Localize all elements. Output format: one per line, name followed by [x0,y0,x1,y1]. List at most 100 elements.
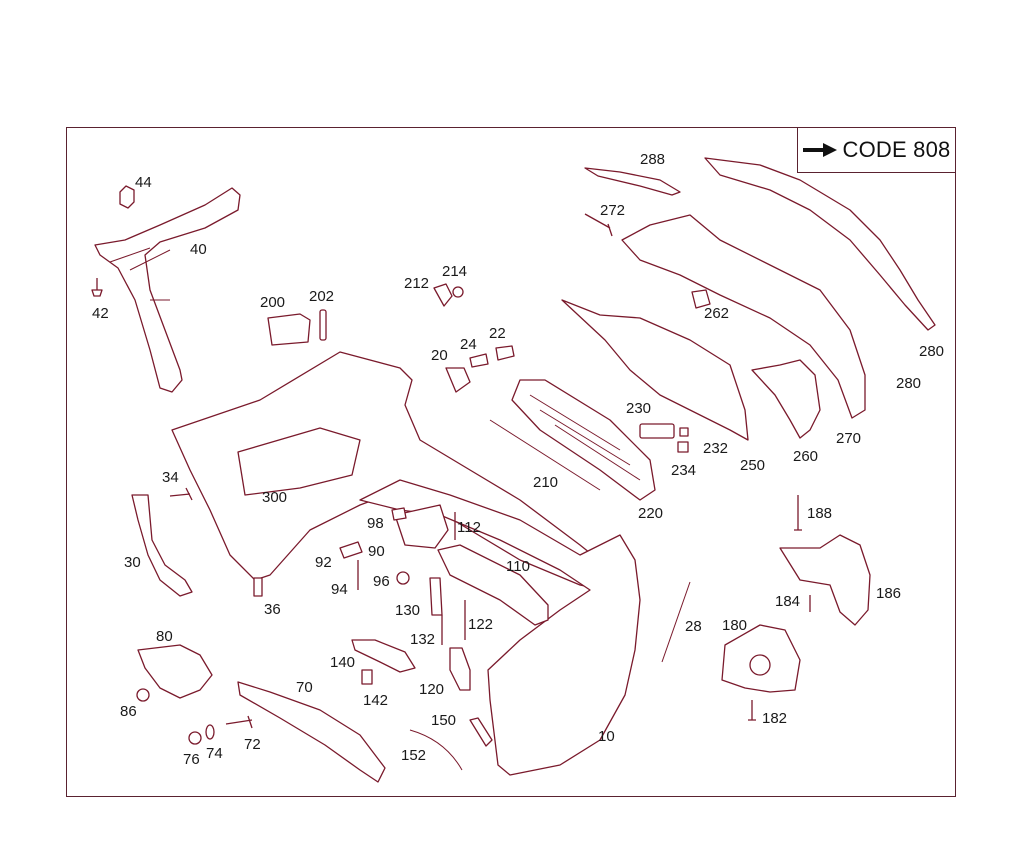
callout-140: 140 [330,654,356,671]
callout-212: 212 [404,275,430,292]
part-96-nut [396,571,410,585]
callout-74: 74 [206,745,223,762]
callout-200: 200 [260,294,286,311]
callout-234: 234 [671,462,697,479]
code-808-box: CODE 808 [797,127,956,173]
callout-70: 70 [296,679,313,696]
callout-142: 142 [363,692,389,709]
part-72-bolt [225,715,253,729]
part-74-washer [205,724,215,740]
callout-188: 188 [807,505,833,522]
part-188-bolt [794,495,802,531]
callout-90: 90 [368,543,385,560]
part-80-bracket [137,644,213,699]
part-234-clip [677,441,689,453]
part-214-ring [452,286,464,298]
callout-230: 230 [626,400,652,417]
callout-232: 232 [703,440,729,457]
diagram-frame [66,127,956,797]
part-260-bracket [751,359,821,439]
part-22-clip [495,345,515,361]
callout-96: 96 [373,573,390,590]
part-202-strip [319,309,327,341]
callout-220: 220 [638,505,664,522]
part-142-clip [361,669,373,685]
part-272-clip [584,213,613,237]
callout-44: 44 [135,174,152,191]
callout-280-upper: 280 [919,343,945,360]
part-92-clip [339,541,363,559]
part-42-screw [91,278,103,297]
part-270-lower-trim [621,214,866,419]
callout-270: 270 [836,430,862,447]
part-152-strip [409,729,463,771]
callout-120: 120 [419,681,445,698]
callout-30: 30 [124,554,141,571]
callout-260: 260 [793,448,819,465]
callout-300: 300 [262,489,288,506]
callout-186: 186 [876,585,902,602]
callout-80: 80 [156,628,173,645]
part-10-bumper [359,479,641,776]
callout-210: 210 [533,474,559,491]
part-110-bracket [437,544,549,626]
part-40-bracket [94,187,241,393]
callout-22: 22 [489,325,506,342]
callout-28: 28 [685,618,702,635]
part-20-bracket [445,367,471,393]
callout-20: 20 [431,347,448,364]
callout-72: 72 [244,736,261,753]
part-76-nut [188,731,202,745]
callout-122: 122 [468,616,494,633]
part-288-trim-strip [584,157,936,331]
part-180-housing [721,624,801,693]
part-34-bolt [169,487,193,501]
right-arrow-icon [802,143,837,157]
callout-280-lower: 280 [896,375,922,392]
callout-42: 42 [92,305,109,322]
callout-288: 288 [640,151,666,168]
part-90-bracket [394,504,449,549]
callout-214: 214 [442,263,468,280]
callout-262: 262 [704,305,730,322]
callout-76: 76 [183,751,200,768]
callout-110: 110 [506,558,530,575]
callout-272: 272 [600,202,626,219]
callout-202: 202 [309,288,335,305]
callout-112: 112 [457,519,481,536]
code-label: CODE 808 [842,137,951,162]
part-150-trim [469,717,493,747]
callout-36: 36 [264,601,281,618]
part-220-grille-strip [489,419,601,491]
callout-34: 34 [162,469,179,486]
part-250-diffuser [561,299,749,441]
callout-184: 184 [775,593,801,610]
callout-98: 98 [367,515,384,532]
part-230-module [639,423,675,439]
part-200-cover [267,313,311,346]
part-262-bumper-stop [691,289,711,309]
callout-250: 250 [740,457,766,474]
callout-152: 152 [401,747,427,764]
callout-24: 24 [460,336,477,353]
part-212-sensor [433,283,453,307]
part-86-grommet [136,688,150,702]
part-30-bracket [131,494,193,597]
callout-150: 150 [431,712,457,729]
callout-86: 86 [120,703,137,720]
callout-130: 130 [395,602,421,619]
part-36-clip [253,577,263,597]
callout-182: 182 [762,710,788,727]
callout-40: 40 [190,241,207,258]
part-120-bracket [449,647,471,691]
part-70-strip [237,681,386,783]
part-140-bracket [351,639,416,673]
part-182-bolt [748,700,756,721]
callout-94: 94 [331,581,348,598]
part-44-clip [119,185,135,209]
callout-10: 10 [598,728,615,745]
part-98-clip [391,507,407,521]
callout-180: 180 [722,617,748,634]
callout-132: 132 [410,631,436,648]
